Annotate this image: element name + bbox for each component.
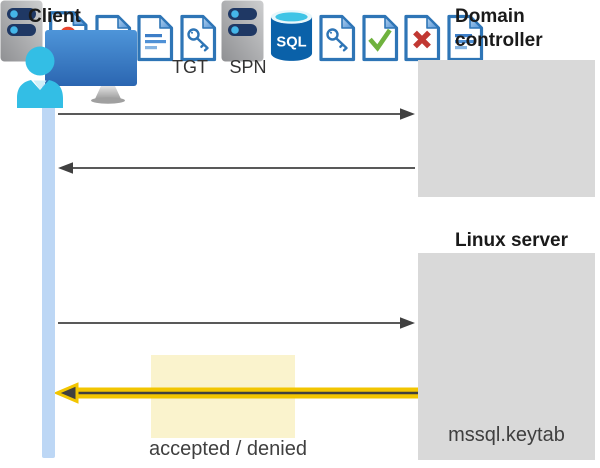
key-document-icon-2 <box>319 14 356 62</box>
spn-label: SPN <box>229 57 267 77</box>
sql-badge-text: SQL <box>276 34 306 50</box>
client-to-linux-arrow <box>58 317 415 329</box>
client-computer-user-icon <box>17 30 137 108</box>
sql-database-icon: SQL <box>270 10 312 61</box>
accepted-denied-label: accepted / denied <box>149 438 307 460</box>
accepted-check-document-icon <box>362 14 398 62</box>
keytab-label: mssql.keytab <box>448 424 565 446</box>
linux-server-panel <box>418 253 595 460</box>
client-timeline-bar <box>42 84 55 458</box>
client-label: Client <box>28 6 81 27</box>
domain-controller-label: Domain controller <box>455 6 543 51</box>
linux-server-icon <box>221 0 264 62</box>
client-to-dc-arrow <box>58 108 415 120</box>
tgt-label: TGT <box>172 57 208 77</box>
linux-server-label: Linux server <box>455 230 568 251</box>
dc-to-client-arrow <box>58 162 415 174</box>
domain-controller-panel <box>418 60 595 197</box>
keytab-document-icon <box>446 14 483 62</box>
denied-x-document-icon <box>404 14 441 62</box>
key-document-icon-1 <box>180 14 216 62</box>
spn-document-icon <box>137 14 174 62</box>
domain-controller-server-icon <box>0 0 43 62</box>
linux-to-client-result-arrow <box>55 382 418 404</box>
